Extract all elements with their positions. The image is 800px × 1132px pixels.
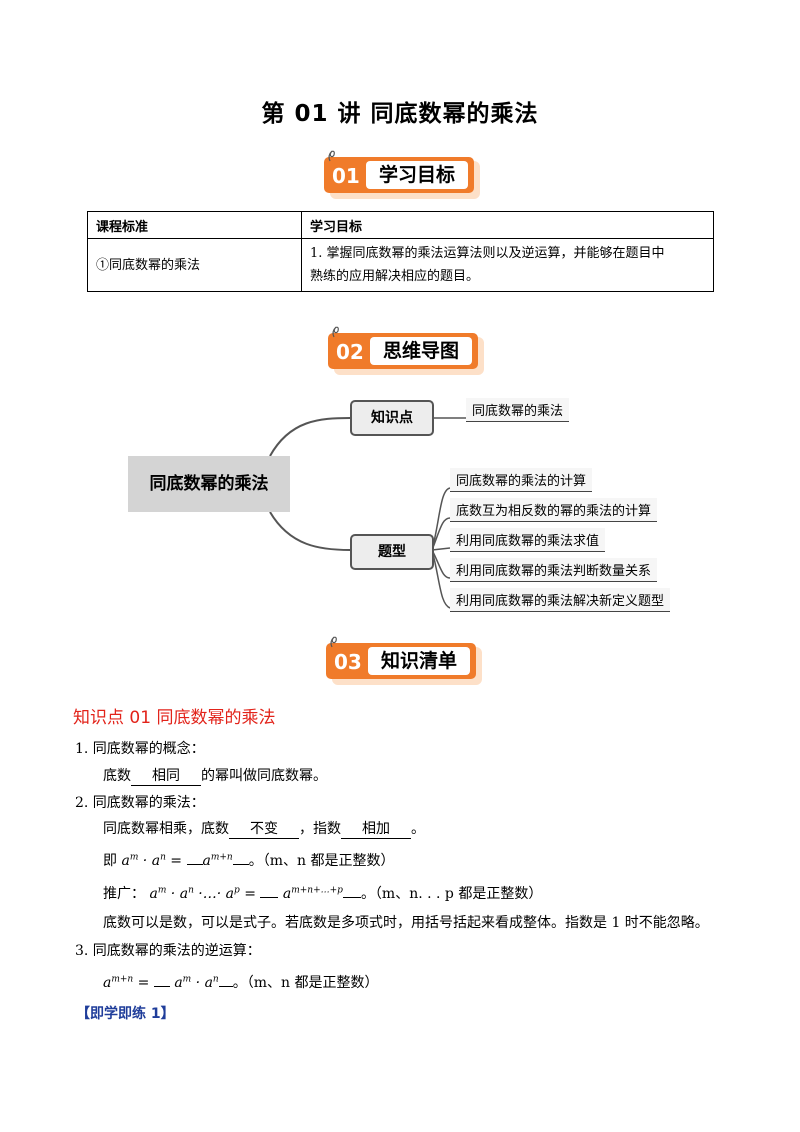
section-badge-knowledge: 03 知识清单 bbox=[326, 636, 486, 687]
blank-answer: 相加 bbox=[341, 818, 411, 839]
goal-line: 1. 掌握同底数幂的乘法运算法则以及逆运算，并能够在题目中 bbox=[310, 246, 665, 261]
hook-icon bbox=[328, 150, 335, 162]
rule-formula: 即 am · an = am+n。（m、n 都是正整数） bbox=[103, 850, 394, 870]
section-badge-mindmap: 02 思维导图 bbox=[328, 326, 488, 377]
rule-note: 底数可以是数，可以是式子。若底数是多项式时，用括号括起来看成整体。指数是 1 时… bbox=[103, 915, 709, 931]
text: 。（m、n. . . p 都是正整数） bbox=[360, 886, 543, 902]
text: 推广： bbox=[103, 886, 145, 902]
table-header-standard: 课程标准 bbox=[87, 211, 302, 239]
formula: am+n = am · an bbox=[103, 974, 233, 991]
mindmap-leaf: 底数互为相反数的幂的乘法的计算 bbox=[450, 498, 658, 522]
section-label: 学习目标 bbox=[366, 161, 468, 189]
mindmap-leaf: 同底数幂的乘法 bbox=[466, 398, 570, 422]
mindmap-root: 同底数幂的乘法 bbox=[128, 456, 290, 512]
formula: am · an ·…· ap = am+n+…+p bbox=[149, 885, 361, 902]
text: 。（m、n 都是正整数） bbox=[232, 975, 379, 991]
section-number: 02 bbox=[336, 340, 364, 364]
hook-icon bbox=[332, 326, 339, 338]
inverse-formula: am+n = am · an。（m、n 都是正整数） bbox=[103, 972, 378, 992]
goal-cell: 1. 掌握同底数幂的乘法运算法则以及逆运算，并能够在题目中 熟练的应用解决相应的… bbox=[301, 238, 714, 292]
section-label: 知识清单 bbox=[368, 647, 470, 675]
blank-answer: 不变 bbox=[229, 818, 299, 839]
goals-table: 课程标准 学习目标 ①同底数幂的乘法 1. 掌握同底数幂的乘法运算法则以及逆运算… bbox=[87, 211, 714, 292]
text: 底数 bbox=[103, 768, 131, 784]
standard-cell: ①同底数幂的乘法 bbox=[87, 238, 302, 292]
text: 的幂叫做同底数幂。 bbox=[201, 768, 327, 784]
mindmap-branch-knowledge: 知识点 bbox=[350, 400, 434, 436]
text: 。 bbox=[411, 821, 425, 837]
concept-title: 1. 同底数幂的概念： bbox=[75, 741, 205, 757]
mindmap-leaf: 利用同底数幂的乘法解决新定义题型 bbox=[450, 588, 671, 612]
mindmap-leaf: 利用同底数幂的乘法判断数量关系 bbox=[450, 558, 658, 582]
mindmap-leaf: 同底数幂的乘法的计算 bbox=[450, 468, 593, 492]
practice-heading: 【即学即练 1】 bbox=[76, 1006, 175, 1022]
page-title: 第 01 讲 同底数幂的乘法 bbox=[261, 101, 539, 127]
concept-definition: 底数相同的幂叫做同底数幂。 bbox=[103, 765, 327, 786]
rule-statement: 同底数幂相乘，底数不变，指数相加。 bbox=[103, 818, 425, 839]
formula: am · an = am+n bbox=[121, 852, 249, 869]
section-number: 01 bbox=[332, 164, 360, 188]
mindmap-branch-question-types: 题型 bbox=[350, 534, 434, 570]
section-label: 思维导图 bbox=[370, 337, 472, 365]
inverse-title: 3. 同底数幂的乘法的逆运算： bbox=[75, 943, 261, 959]
goal-line: 熟练的应用解决相应的题目。 bbox=[310, 269, 480, 284]
text: 。（m、n 都是正整数） bbox=[248, 853, 395, 869]
text: 同底数幂相乘，底数 bbox=[103, 821, 229, 837]
section-badge-goals: 01 学习目标 bbox=[324, 150, 484, 201]
hook-icon bbox=[330, 636, 337, 648]
knowledge-heading: 知识点 01 同底数幂的乘法 bbox=[73, 708, 276, 728]
text: 即 bbox=[103, 853, 117, 869]
rule-title: 2. 同底数幂的乘法： bbox=[75, 795, 205, 811]
rule-generalization: 推广： am · an ·…· ap = am+n+…+p。（m、n. . . … bbox=[103, 883, 542, 903]
blank-answer: 相同 bbox=[131, 765, 201, 786]
mindmap-leaf: 利用同底数幂的乘法求值 bbox=[450, 528, 606, 552]
text: ，指数 bbox=[299, 821, 341, 837]
table-row: ①同底数幂的乘法 1. 掌握同底数幂的乘法运算法则以及逆运算，并能够在题目中 熟… bbox=[87, 238, 714, 292]
section-number: 03 bbox=[334, 650, 362, 674]
